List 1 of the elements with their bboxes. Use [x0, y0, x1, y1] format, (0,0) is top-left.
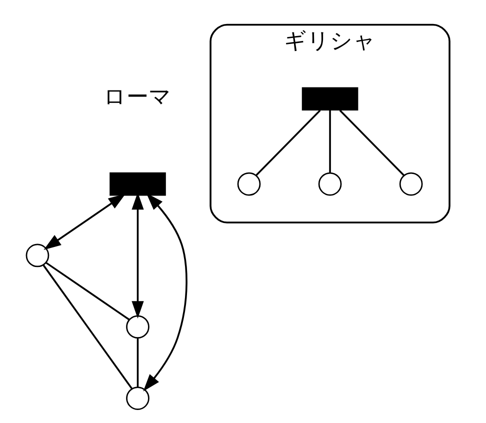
label: ローマ [103, 85, 172, 110]
